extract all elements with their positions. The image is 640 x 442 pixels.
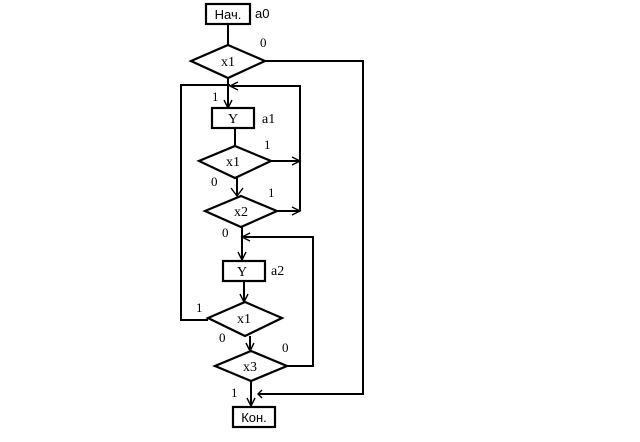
operation-y-a1-label: Y [228,112,238,127]
edge-x1-false-to-end [258,60,364,395]
state-a0-label: a0 [255,6,269,21]
arrowhead-x1-false-end [257,389,263,399]
arrowhead-x1-mid-true [291,156,302,166]
decision-x1-top [188,43,268,80]
edge-loop-back-to-a1 [232,85,301,211]
end-node [231,405,277,429]
edge-label-x2-1: 1 [268,185,275,200]
edge-label-x3-1: 1 [231,385,238,400]
edge-label-x2-0: 0 [222,225,229,240]
decision-x2-label: x2 [234,205,248,220]
decision-x3-label: x3 [243,360,257,375]
edge-label-x1-low-0: 0 [219,330,226,345]
edge-label-x1-top-0: 0 [260,35,267,50]
decision-x1-low [205,300,285,338]
decision-x3 [212,349,290,383]
start-node [204,2,252,26]
decision-x1-mid [196,144,274,180]
state-a1-label: a1 [262,112,275,127]
arrowhead-loop-a1 [228,81,239,91]
edge-label-x1-mid-0: 0 [211,174,218,189]
decision-x2 [202,194,280,229]
connectors [180,24,364,406]
state-a2-label: a2 [271,264,284,279]
decision-x1-mid-label: x1 [226,155,240,170]
edge-label-x3-0: 0 [282,340,289,355]
decision-x1-low-label: x1 [237,312,251,327]
start-label: Нач. [215,7,242,22]
arrowhead-loop-a2 [240,232,251,242]
arrowhead-x2-true [291,206,302,216]
edge-label-x1-top-1: 1 [212,89,219,104]
decision-x1-top-label: x1 [221,55,235,70]
end-label: Кон. [241,410,267,425]
operation-y-a2-label: Y [237,265,247,280]
edge-labels: 0 1 1 0 1 0 1 0 0 1 [196,35,289,400]
operation-y-a2 [221,259,267,283]
edge-x1-low-true-loop [180,84,230,321]
arrowhead-x2 [230,187,244,198]
edge-label-x1-mid-1: 1 [264,137,271,152]
edge-x3-false-loop [244,236,314,367]
operation-y-a1 [210,106,256,130]
edge-label-x1-low-1: 1 [196,300,203,315]
